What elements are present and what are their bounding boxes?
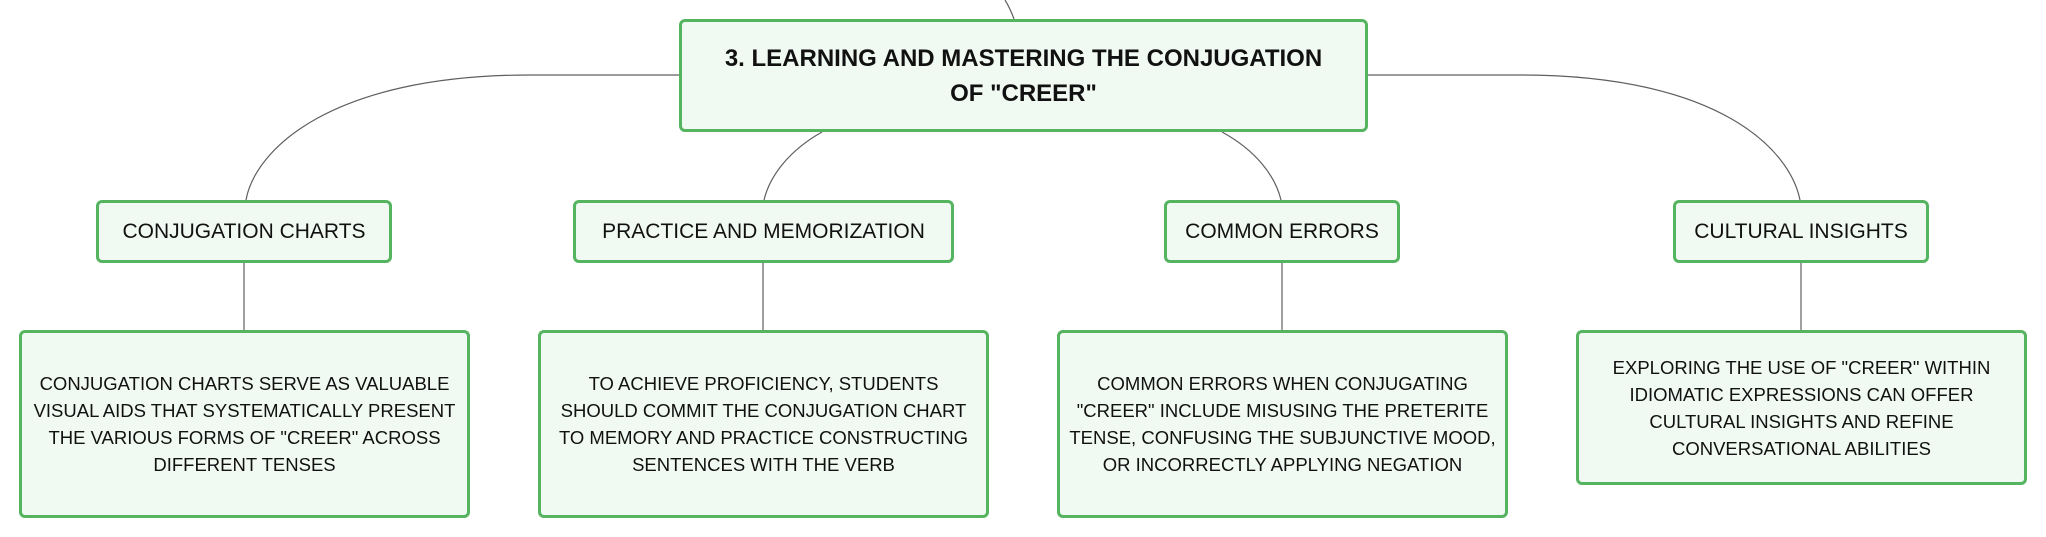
connector-root-to-practice-and-memorization bbox=[763, 131, 823, 201]
branch-conjugation-charts[interactable]: CONJUGATION CHARTS bbox=[96, 200, 392, 263]
incoming-connector bbox=[1004, 0, 1015, 20]
detail-common-errors[interactable]: COMMON ERRORS WHEN CONJUGATING "CREER" I… bbox=[1057, 330, 1508, 518]
branch-common-errors[interactable]: COMMON ERRORS bbox=[1164, 200, 1400, 263]
root-topic-node[interactable]: 3. LEARNING AND MASTERING THE CONJUGATIO… bbox=[679, 19, 1368, 132]
connector-root-to-conjugation-charts bbox=[245, 74, 679, 201]
connector-root-to-cultural-insights bbox=[1368, 74, 1801, 201]
branch-cultural-insights[interactable]: CULTURAL INSIGHTS bbox=[1673, 200, 1929, 263]
connector-root-to-common-errors bbox=[1221, 131, 1282, 201]
branch-practice-and-memorization[interactable]: PRACTICE AND MEMORIZATION bbox=[573, 200, 954, 263]
detail-practice-and-memorization[interactable]: TO ACHIEVE PROFICIENCY, STUDENTS SHOULD … bbox=[538, 330, 989, 518]
detail-cultural-insights[interactable]: EXPLORING THE USE OF "CREER" WITHIN IDIO… bbox=[1576, 330, 2027, 485]
detail-conjugation-charts[interactable]: CONJUGATION CHARTS SERVE AS VALUABLE VIS… bbox=[19, 330, 470, 518]
